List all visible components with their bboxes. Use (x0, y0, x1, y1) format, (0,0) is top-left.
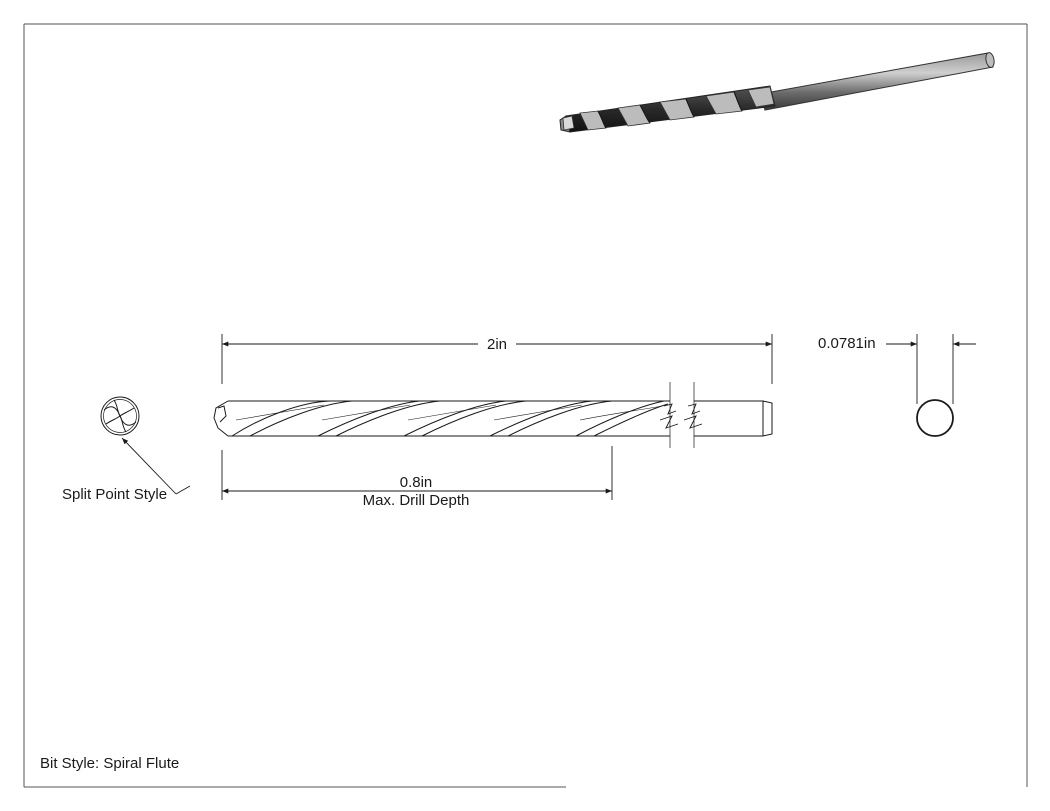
point-style-label: Split Point Style (62, 486, 168, 503)
split-point-end-view (100, 396, 140, 436)
sheet-border (23, 23, 1028, 788)
isometric-drill-render (559, 52, 995, 133)
point-style-leader (121, 437, 191, 495)
drill-depth-dimension (221, 446, 613, 500)
shank-end-view (916, 399, 954, 437)
overall-length-dimension (221, 334, 773, 384)
bit-style-label: Bit Style: Spiral Flute (40, 755, 180, 772)
diameter-dimension (886, 334, 976, 404)
drill-depth-caption-label: Max. Drill Depth (362, 492, 470, 509)
drill-side-view (213, 382, 773, 448)
overall-length-label: 2in (480, 336, 514, 353)
drill-depth-value-label: 0.8in (399, 474, 433, 491)
diameter-label: 0.0781in (818, 335, 876, 352)
